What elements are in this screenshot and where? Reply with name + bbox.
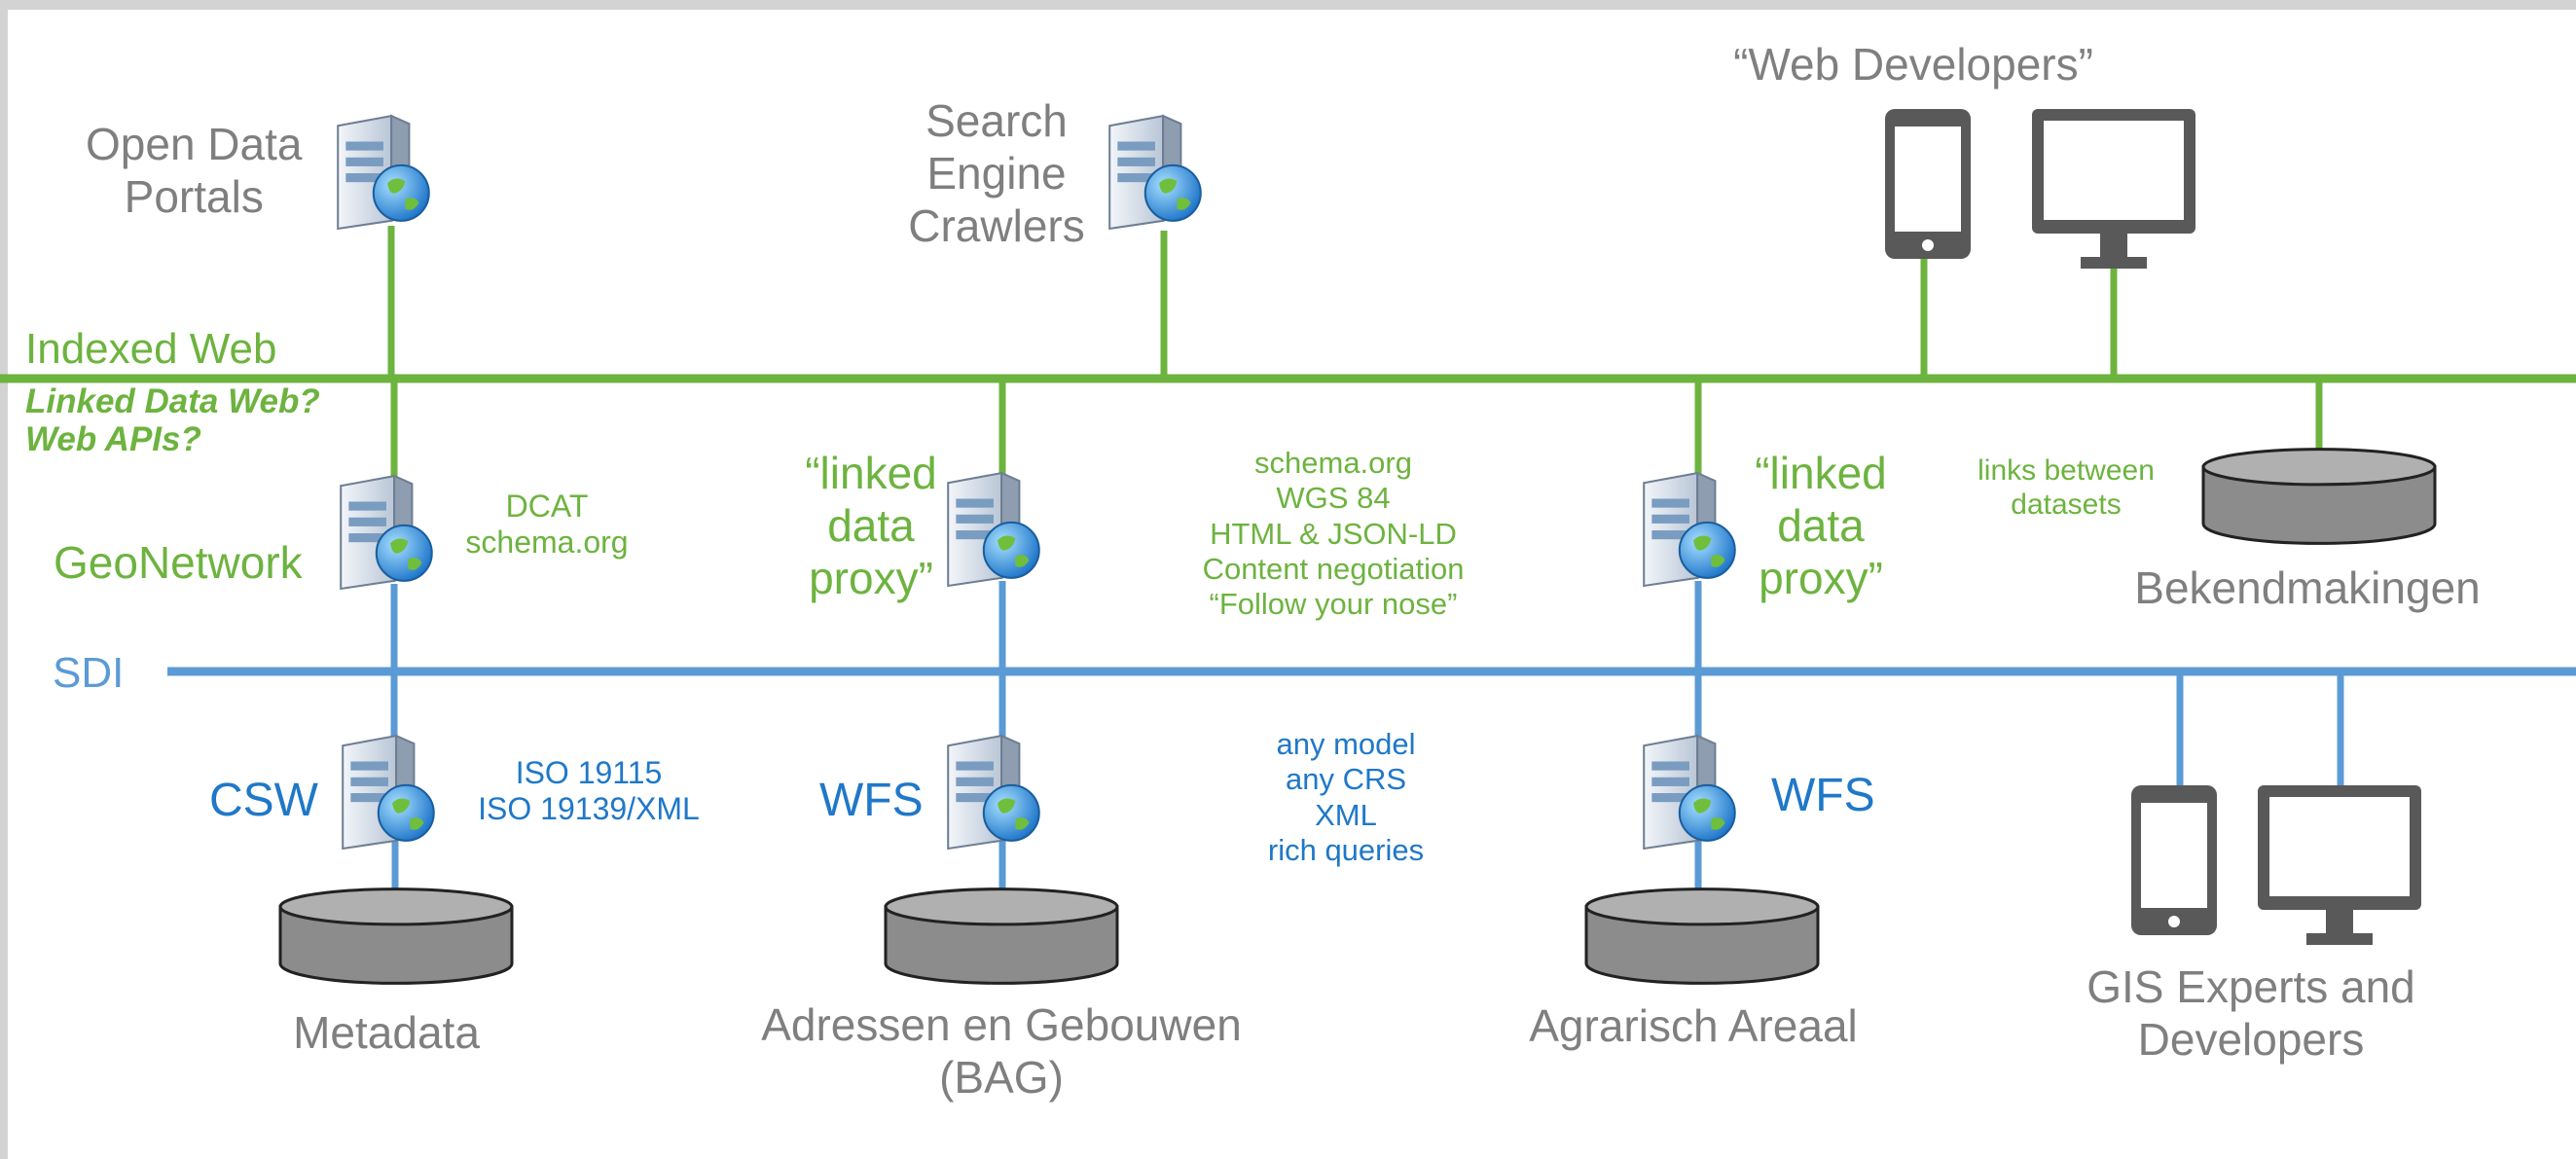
search-engine-crawlers-label: Search Engine Crawlers: [908, 95, 1085, 251]
wfs-2-label: WFS: [1771, 770, 1875, 821]
geonetwork-standards: DCAT schema.org: [465, 489, 629, 561]
open-data-portals-label: Open Data Portals: [86, 119, 303, 222]
web-developer-phone-icon: [1885, 109, 1971, 259]
links-between-datasets: links between datasets: [1977, 454, 2155, 522]
wfs-2-server-icon: [1643, 734, 1736, 851]
csw-label: CSW: [209, 775, 318, 826]
wfs-features: any model any CRS XML rich queries: [1267, 727, 1425, 867]
geonetwork-label: GeoNetwork: [54, 537, 303, 588]
green-connectors: [387, 226, 2323, 477]
open-data-portal-server-icon: [337, 114, 430, 231]
proxy-2-server-icon: [1643, 471, 1736, 588]
metadata-database-icon: [278, 887, 514, 985]
gis-experts-label: GIS Experts and Developers: [2086, 961, 2415, 1065]
proxy-2-label: “linked data proxy”: [1755, 448, 1887, 603]
proxy-1-label: “linked data proxy”: [805, 448, 937, 603]
proxy-features: schema.org WGS 84 HTML & JSON-LD Content…: [1202, 446, 1465, 622]
bekendmakingen-label: Bekendmakingen: [2134, 562, 2481, 613]
search-engine-server-icon: [1108, 114, 1202, 231]
sdi-label: SDI: [53, 649, 125, 697]
metadata-label: Metadata: [293, 1007, 480, 1058]
agrarisch-label: Agrarisch Areaal: [1529, 1000, 1858, 1051]
bag-label: Adressen en Gebouwen (BAG): [761, 999, 1242, 1103]
wfs-1-server-icon: [947, 734, 1040, 851]
bag-database-icon: [884, 887, 1119, 985]
blue-connectors: [390, 581, 2344, 893]
agrarisch-database-icon: [1584, 887, 1820, 985]
gis-phone-icon: [2131, 785, 2217, 935]
web-developer-monitor-icon: [2032, 109, 2195, 269]
web-developers-label: “Web Developers”: [1733, 39, 2093, 90]
wfs-1-label: WFS: [819, 775, 924, 826]
csw-standards: ISO 19115 ISO 19139/XML: [478, 755, 700, 827]
gis-monitor-icon: [2258, 785, 2421, 945]
indexed-web-label: Indexed Web: [25, 325, 277, 373]
proxy-1-server-icon: [947, 471, 1040, 588]
indexed-web-sublabel: Linked Data Web? Web APIs?: [25, 382, 320, 459]
geonetwork-server-icon: [340, 474, 433, 591]
bekendmakingen-database-icon: [2201, 448, 2437, 545]
csw-server-icon: [342, 734, 435, 851]
